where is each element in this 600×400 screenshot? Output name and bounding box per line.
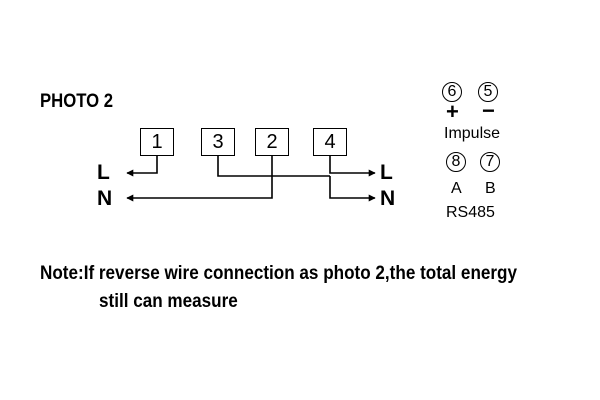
wire-right-N-in: [329, 176, 376, 202]
meter-terminal-4: 4: [313, 128, 347, 156]
impulse-label: Impulse: [444, 125, 501, 142]
rs485-b-label: B: [485, 180, 496, 197]
impulse-minus-terminal: 5: [478, 82, 498, 102]
left-N-label: N: [97, 187, 113, 210]
impulse-minus-sign: −: [482, 98, 495, 123]
meter-terminal-3: 3: [201, 128, 235, 156]
left-L-label: L: [97, 161, 110, 184]
wire-terminal2-to-left-N: [126, 156, 273, 202]
impulse-plus-terminal: 6: [442, 82, 462, 102]
rs485-label: RS485: [446, 204, 495, 221]
note-line-2: still can measure: [99, 291, 238, 312]
rs485-a-label: A: [451, 180, 462, 197]
wire-terminal1-to-left-L: [126, 156, 158, 177]
meter-terminal-2: 2: [255, 128, 289, 156]
wire-terminal3-to-terminal4: [217, 156, 330, 177]
meter-terminal-1: 1: [140, 128, 174, 156]
right-L-label: L: [380, 161, 393, 184]
wire-right-L-in: [329, 156, 376, 177]
note-line-1: Note:If reverse wire connection as photo…: [40, 263, 518, 284]
rs485-a-terminal: 8: [446, 152, 466, 172]
right-N-label: N: [380, 187, 396, 210]
impulse-plus-sign: +: [446, 99, 459, 124]
diagram-title: PHOTO 2: [40, 91, 114, 112]
rs485-b-terminal: 7: [480, 152, 500, 172]
